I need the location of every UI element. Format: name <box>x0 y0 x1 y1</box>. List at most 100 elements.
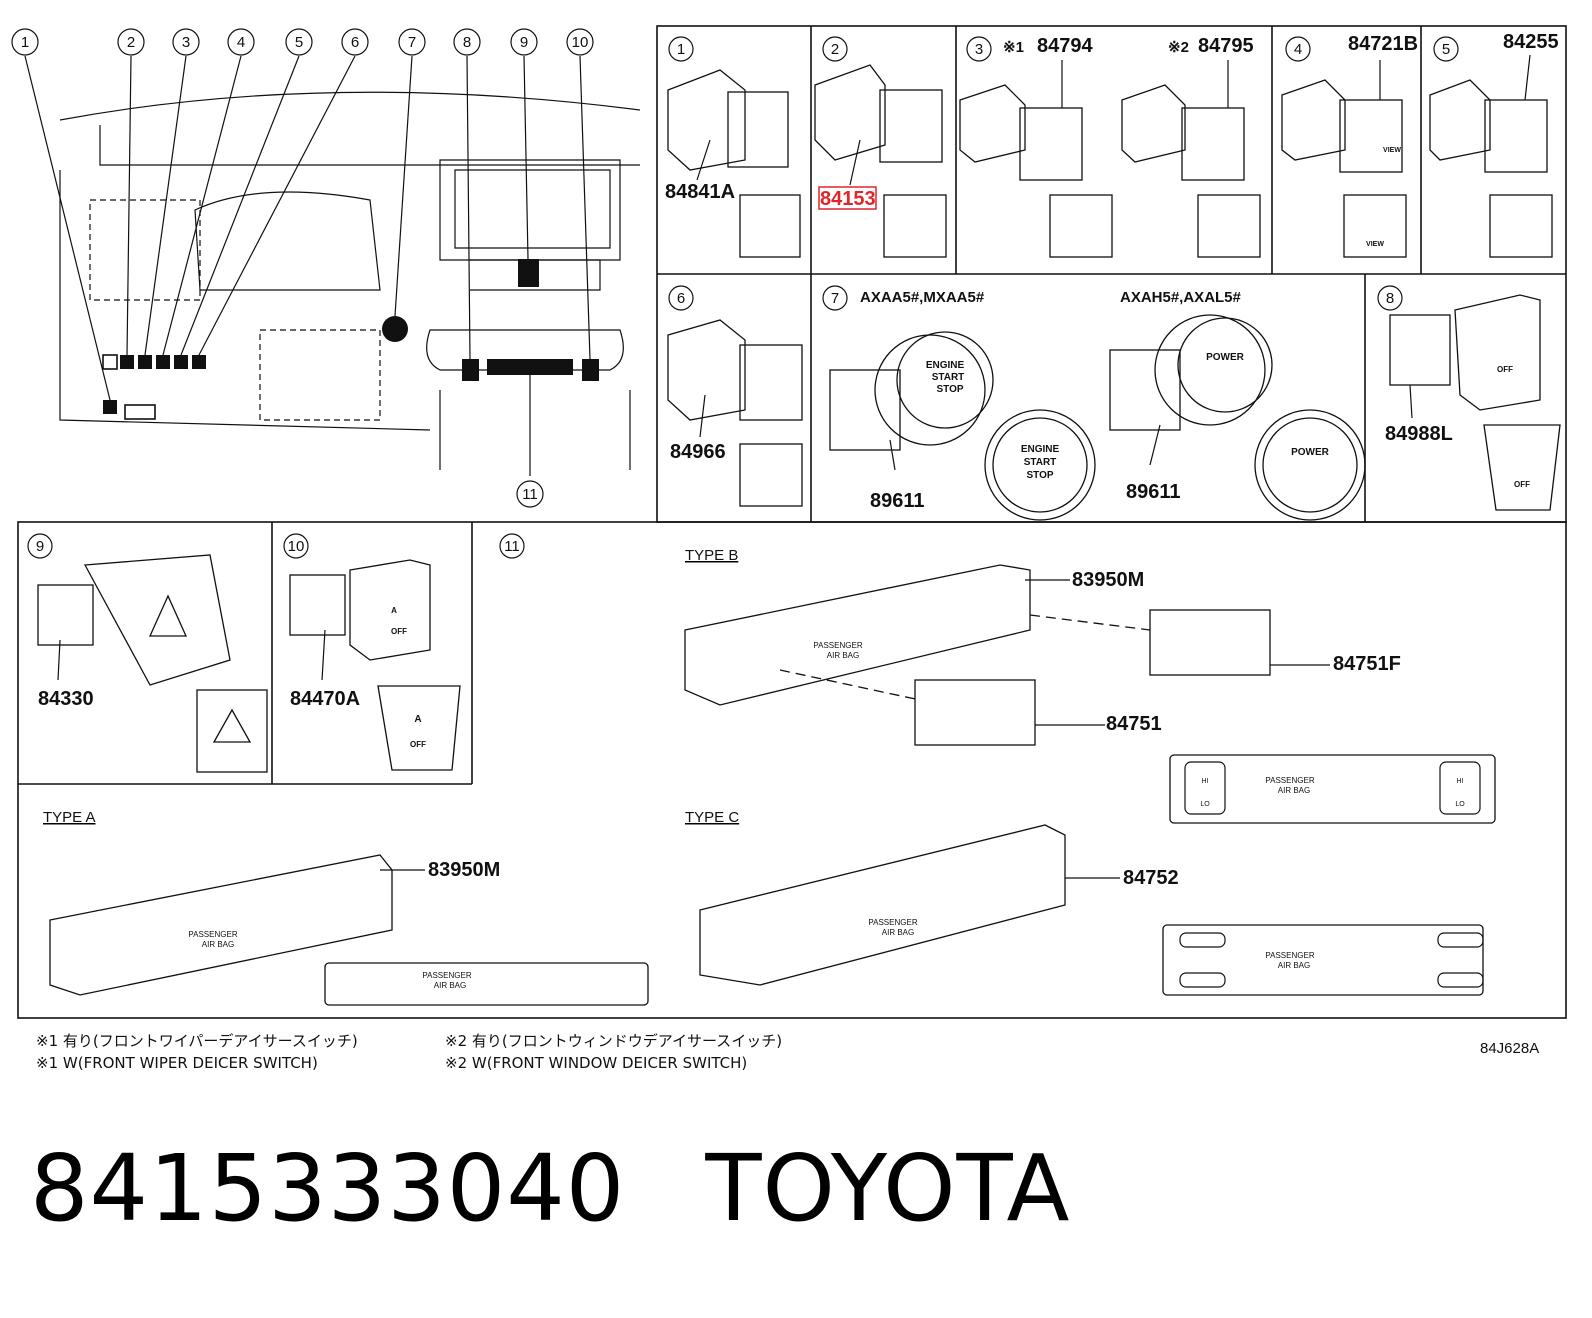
svg-text:3: 3 <box>975 41 983 58</box>
svg-text:POWER: POWER <box>1206 352 1245 363</box>
svg-text:STOP: STOP <box>1026 470 1053 481</box>
part-number-84966: 84966 <box>670 441 726 463</box>
svg-text:3: 3 <box>182 34 190 51</box>
highlight-box <box>818 186 877 210</box>
svg-text:LO: LO <box>1455 801 1465 808</box>
seat-heater-pads <box>1179 761 1484 988</box>
svg-text:2: 2 <box>831 41 839 58</box>
svg-text:AIR BAG: AIR BAG <box>827 651 859 660</box>
svg-text:ENGINE: ENGINE <box>1021 444 1060 455</box>
svg-text:AIR BAG: AIR BAG <box>202 940 234 949</box>
svg-text:PASSENGER: PASSENGER <box>422 971 471 980</box>
part-number-84751f: 84751F <box>1333 653 1401 675</box>
part-number-84752: 84752 <box>1123 867 1179 889</box>
svg-text:10: 10 <box>288 538 305 555</box>
svg-text:OFF: OFF <box>410 740 426 749</box>
part-number-89611-b: 89611 <box>1126 481 1181 503</box>
title-part-number: 8415333040 <box>30 1135 626 1242</box>
part-number-84751: 84751 <box>1106 713 1162 735</box>
note-2-en: ※2 W(FRONT WINDOW DEICER SWITCH) <box>445 1054 748 1072</box>
svg-text:PASSENGER: PASSENGER <box>1265 776 1314 785</box>
type-labels: TYPE A TYPE B TYPE C <box>43 547 739 826</box>
part-number-89611-a: 89611 <box>870 490 925 512</box>
part-number-84794: 84794 <box>1037 35 1093 57</box>
part-number-84330: 84330 <box>38 688 94 710</box>
svg-text:5: 5 <box>295 34 303 51</box>
svg-text:START: START <box>1024 457 1057 468</box>
svg-text:OFF: OFF <box>1497 365 1513 374</box>
svg-text:AIR BAG: AIR BAG <box>434 981 466 990</box>
part-number-84795: 84795 <box>1198 35 1254 57</box>
switch-face-text: ENGINE START STOP ENGINE START STOP POWE… <box>391 147 1530 749</box>
part-number-84841a: 84841A <box>665 181 735 203</box>
svg-text:6: 6 <box>351 34 359 51</box>
svg-text:VIEW: VIEW <box>1366 241 1384 248</box>
svg-text:STOP: STOP <box>936 384 963 395</box>
svg-text:POWER: POWER <box>1291 447 1330 458</box>
note-2-jp: ※2 有り(フロントウィンドウデアイサースイッチ) <box>445 1032 783 1050</box>
note-marker-1: ※1 <box>1003 39 1024 56</box>
svg-text:AIR BAG: AIR BAG <box>882 928 914 937</box>
page-title: 8415333040 TOYOTA <box>30 1135 1151 1242</box>
svg-text:2: 2 <box>127 34 135 51</box>
svg-text:LO: LO <box>1200 801 1210 808</box>
dashboard-overview <box>59 91 641 470</box>
part-number-84153: 84153 <box>820 188 876 210</box>
svg-text:PASSENGER: PASSENGER <box>188 930 237 939</box>
svg-text:OFF: OFF <box>391 627 407 636</box>
panel-bottom <box>17 521 1567 1019</box>
type-b-label: TYPE B <box>685 547 738 564</box>
svg-text:8: 8 <box>463 34 471 51</box>
svg-text:VIEW: VIEW <box>1383 147 1401 154</box>
diagram-code: 84J628A <box>1480 1040 1540 1057</box>
part-leaders <box>57 54 1531 879</box>
svg-text:1: 1 <box>21 34 29 51</box>
svg-text:11: 11 <box>504 538 520 555</box>
type-c-label: TYPE C <box>685 809 739 826</box>
svg-text:AIR BAG: AIR BAG <box>1278 961 1310 970</box>
svg-text:ENGINE: ENGINE <box>926 360 965 371</box>
svg-text:9: 9 <box>36 538 44 555</box>
svg-text:A: A <box>391 606 397 615</box>
svg-text:PASSENGER: PASSENGER <box>1265 951 1314 960</box>
svg-text:8: 8 <box>1386 290 1394 307</box>
part-number-83950m-b: 83950M <box>1072 569 1144 591</box>
svg-text:4: 4 <box>237 34 245 51</box>
part-number-84721b: 84721B <box>1348 33 1418 55</box>
part-number-83950m-a: 83950M <box>428 859 500 881</box>
svg-text:HI: HI <box>1202 778 1209 785</box>
svg-text:5: 5 <box>1442 41 1450 58</box>
svg-text:PASSENGER: PASSENGER <box>868 918 917 927</box>
svg-text:9: 9 <box>520 34 528 51</box>
svg-text:OFF: OFF <box>1514 480 1530 489</box>
svg-text:1: 1 <box>677 41 685 58</box>
callout-leaders <box>24 55 591 476</box>
part-number-84470a: 84470A <box>290 688 360 710</box>
airbag-text: PASSENGER AIR BAG PASSENGER AIR BAG PASS… <box>188 641 1465 990</box>
type-a-label: TYPE A <box>43 809 96 826</box>
note-1-en: ※1 W(FRONT WIPER DEICER SWITCH) <box>36 1054 318 1072</box>
svg-text:PASSENGER: PASSENGER <box>813 641 862 650</box>
part-number-84988l: 84988L <box>1385 423 1453 445</box>
dashboard-fills <box>102 259 599 420</box>
part-number-84255: 84255 <box>1503 31 1559 53</box>
title-brand: TOYOTA <box>705 1135 1071 1242</box>
variant-label-b: AXAH5#,AXAL5# <box>1120 289 1242 306</box>
svg-text:HI: HI <box>1457 778 1464 785</box>
svg-text:A: A <box>414 714 421 725</box>
callout-numbers: 1 2 3 4 5 6 7 8 9 10 11 1 2 3 4 5 6 7 8 … <box>21 34 1450 555</box>
svg-text:10: 10 <box>572 34 589 51</box>
svg-text:11: 11 <box>522 486 538 503</box>
part-numbers: 84841A 84153 ※1 84794 ※2 84795 84721B 84… <box>38 31 1559 889</box>
note-marker-2: ※2 <box>1168 39 1189 56</box>
svg-text:START: START <box>932 372 965 383</box>
callout-circles <box>11 28 1459 559</box>
svg-text:4: 4 <box>1294 41 1302 58</box>
svg-text:7: 7 <box>408 34 416 51</box>
switch-drawings <box>37 64 1561 1006</box>
svg-text:7: 7 <box>831 290 839 307</box>
note-1-jp: ※1 有り(フロントワイパーデアイサースイッチ) <box>36 1032 358 1050</box>
variant-label-a: AXAA5#,MXAA5# <box>860 289 985 306</box>
svg-text:6: 6 <box>677 290 685 307</box>
